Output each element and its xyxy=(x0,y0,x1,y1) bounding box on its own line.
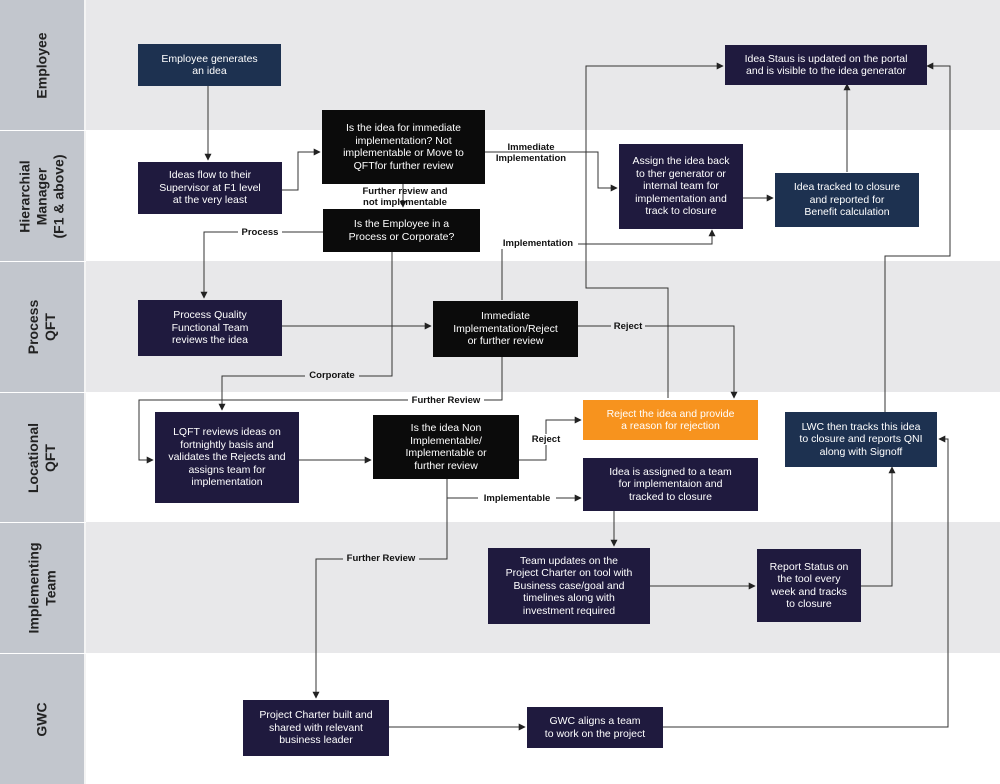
node-ideas-flow: Ideas flow to their Supervisor at F1 lev… xyxy=(138,162,282,214)
label-further-review-2: Further Review xyxy=(343,553,419,564)
lane-label-employee: Employee xyxy=(0,0,86,130)
edge-question-to-assign xyxy=(485,151,618,192)
edge-report-to-lwc xyxy=(861,466,896,587)
node-charter-built: Project Charter built and shared with re… xyxy=(243,700,389,756)
edge-question-to-charter xyxy=(312,479,448,699)
label-reject-1: Reject xyxy=(611,321,645,332)
node-process-or-corporate: Is the Employee in a Process or Corporat… xyxy=(323,209,480,252)
lane-label-manager: Hierarchial Manager (F1 & above) xyxy=(0,131,86,261)
label-implementation: Implementation xyxy=(498,238,578,249)
label-further-review-not-implementable: Further review and not implementable xyxy=(362,186,448,208)
node-status-updated: Idea Staus is updated on the portal and … xyxy=(725,45,927,85)
node-gwc-aligns: GWC aligns a team to work on the project xyxy=(527,707,663,748)
node-assign-back: Assign the idea back to ther generator o… xyxy=(619,144,743,229)
lane-label-process: Process QFT xyxy=(0,262,86,392)
edge-reject-to-status xyxy=(585,62,724,398)
node-immediate-reject: Immediate Implementation/Reject or furth… xyxy=(433,301,578,357)
node-employee-generates: Employee generates an idea xyxy=(138,44,281,86)
edge-immediate-to-assign xyxy=(501,229,716,300)
lane-label-locational: Locational QFT xyxy=(0,393,86,522)
label-implementable: Implementable xyxy=(478,493,556,504)
label-process: Process xyxy=(238,227,282,238)
label-reject-2: Reject xyxy=(529,434,563,445)
node-tracked-benefit: Idea tracked to closure and reported for… xyxy=(775,173,919,227)
edge-immediate-to-reject xyxy=(578,325,738,399)
node-report-status: Report Status on the tool every week and… xyxy=(757,549,861,622)
label-further-review-1: Further Review xyxy=(408,395,484,406)
label-immediate-implementation: Immediate Implementation xyxy=(495,142,567,164)
node-assigned-team: Idea is assigned to a team for implement… xyxy=(583,458,758,511)
node-lwc-tracks: LWC then tracks this idea to closure and… xyxy=(785,412,937,467)
edge-to-process-qft xyxy=(200,231,323,299)
node-team-updates: Team updates on the Project Charter on t… xyxy=(488,548,650,624)
node-lqft-reviews: LQFT reviews ideas on fortnightly basis … xyxy=(155,412,299,503)
lane-label-implementing: Implementing Team xyxy=(0,523,86,653)
label-corporate: Corporate xyxy=(305,370,359,381)
node-reject-reason: Reject the idea and provide a reason for… xyxy=(583,400,758,440)
edge-immediate-to-lqft xyxy=(138,357,503,464)
lane-label-gwc: GWC xyxy=(0,654,86,784)
node-process-qft-reviews: Process Quality Functional Team reviews … xyxy=(138,300,282,356)
edge-lwc-to-status xyxy=(884,62,951,412)
node-non-implementable-question: Is the idea Non Implementable/ Implement… xyxy=(373,415,519,479)
node-immediate-question: Is the idea for immediate implementation… xyxy=(322,110,485,184)
edge-gwc-to-lwc xyxy=(663,435,949,728)
edge-flow-to-question xyxy=(282,148,321,191)
